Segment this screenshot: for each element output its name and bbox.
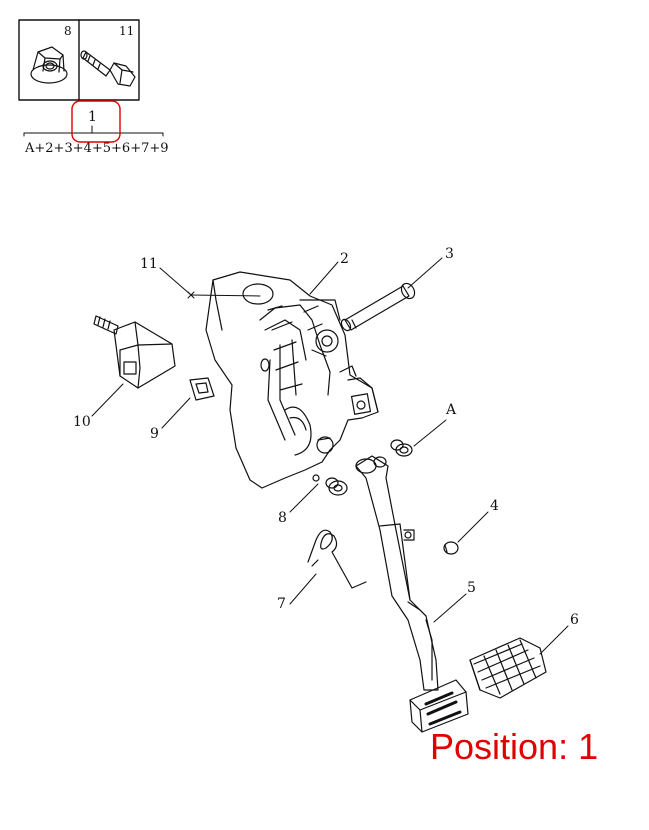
pedal-pad-arm xyxy=(410,680,468,732)
parts-legend: 8 11 1 A+2+3+4+5+6+7+9 xyxy=(19,20,169,156)
pivot-pin xyxy=(340,281,418,332)
callout-6: 6 xyxy=(570,612,579,628)
callout-8: 8 xyxy=(278,510,287,526)
legend-number-11: 11 xyxy=(119,24,134,38)
callout-a: A xyxy=(445,402,457,418)
callout-5: 5 xyxy=(467,580,476,596)
callout-2: 2 xyxy=(340,251,349,267)
callout-9: 9 xyxy=(150,426,159,442)
bushing-a xyxy=(391,440,412,456)
return-spring xyxy=(308,530,366,588)
pedal-pad xyxy=(470,638,546,698)
callout-7: 7 xyxy=(277,596,286,612)
position-label: Position: 1 xyxy=(430,726,599,767)
callout-labels: 11 2 3 10 9 A 8 4 7 5 6 xyxy=(73,246,579,628)
flange-bolt-icon xyxy=(81,51,135,86)
callout-3: 3 xyxy=(445,246,454,262)
stop-bumper xyxy=(444,542,458,554)
callout-11: 11 xyxy=(140,256,158,272)
flange-nut-icon xyxy=(31,47,67,83)
clip xyxy=(190,378,214,400)
pedal-arm xyxy=(356,456,438,690)
washer xyxy=(313,475,319,481)
brake-switch xyxy=(94,316,175,388)
highlight-box xyxy=(72,101,120,142)
assembly-number: 1 xyxy=(88,109,97,125)
callout-4: 4 xyxy=(490,498,499,514)
leader-lines xyxy=(92,258,568,654)
pedal-bracket xyxy=(206,272,378,488)
bushing-8 xyxy=(326,478,347,495)
assembly-composition: A+2+3+4+5+6+7+9 xyxy=(24,141,169,156)
callout-10: 10 xyxy=(73,414,91,430)
legend-number-8: 8 xyxy=(64,24,72,38)
